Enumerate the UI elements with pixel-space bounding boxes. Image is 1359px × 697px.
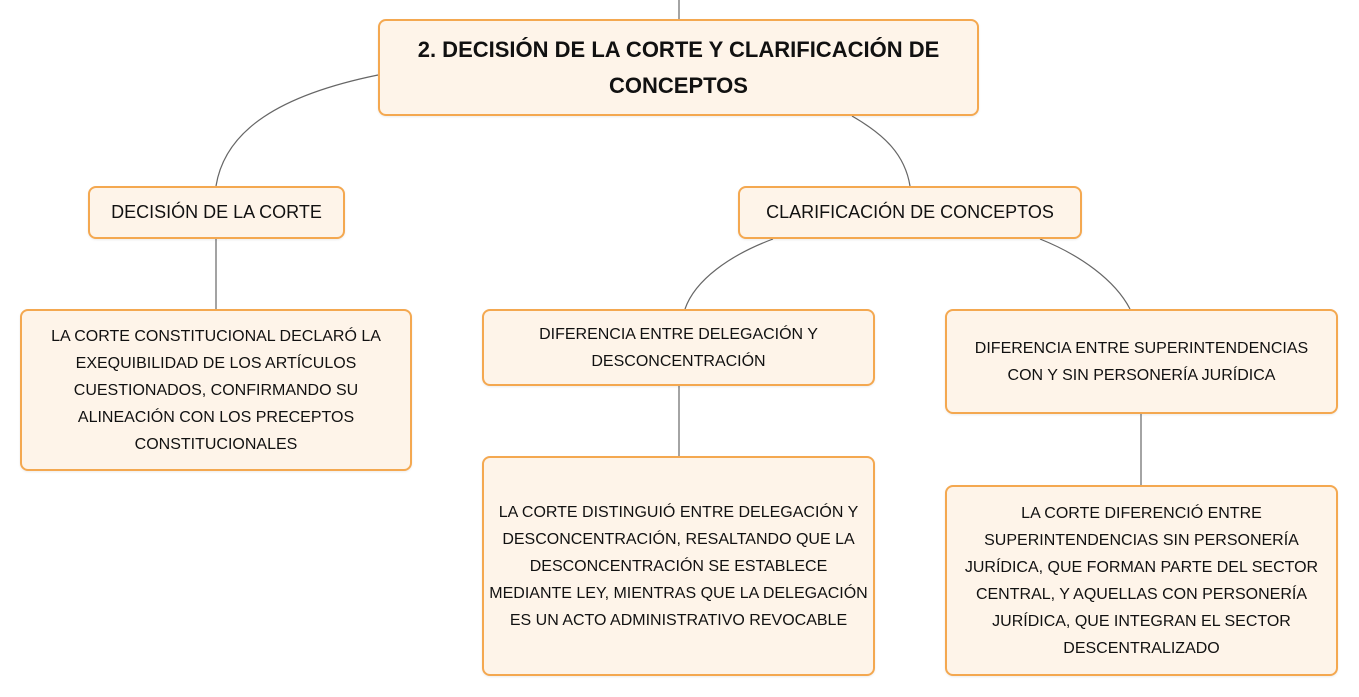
connector-root-clarification: [851, 115, 911, 187]
connector-clarification-superintendencias: [1039, 238, 1131, 310]
delegacion-detail-node[interactable]: LA CORTE DISTINGUIÓ ENTRE DELEGACIÓN Y D…: [482, 456, 875, 676]
superintendencias-node[interactable]: DIFERENCIA ENTRE SUPERINTENDENCIAS CON Y…: [945, 309, 1338, 414]
decision-detail-node[interactable]: LA CORTE CONSTITUCIONAL DECLARÓ LA EXEQU…: [20, 309, 412, 471]
superintendencias-detail-node[interactable]: LA CORTE DIFERENCIÓ ENTRE SUPERINTENDENC…: [945, 485, 1338, 676]
decision-node[interactable]: DECISIÓN DE LA CORTE: [88, 186, 345, 239]
delegacion-label: DIFERENCIA ENTRE DELEGACIÓN Y DESCONCENT…: [539, 325, 818, 370]
delegacion-detail-text: LA CORTE DISTINGUIÓ ENTRE DELEGACIÓN Y D…: [489, 503, 868, 629]
superintendencias-label: DIFERENCIA ENTRE SUPERINTENDENCIAS CON Y…: [974, 339, 1309, 384]
root-node[interactable]: 2. DECISIÓN DE LA CORTE Y CLARIFICACIÓN …: [378, 19, 979, 116]
connector-root-decision: [215, 74, 379, 187]
connector-clarification-delegacion: [684, 238, 774, 310]
decision-detail-text: LA CORTE CONSTITUCIONAL DECLARÓ LA EXEQU…: [51, 327, 381, 453]
root-title: 2. DECISIÓN DE LA CORTE Y CLARIFICACIÓN …: [417, 36, 940, 98]
decision-label: DECISIÓN DE LA CORTE: [111, 202, 322, 222]
clarification-label: CLARIFICACIÓN DE CONCEPTOS: [766, 202, 1054, 222]
delegacion-node[interactable]: DIFERENCIA ENTRE DELEGACIÓN Y DESCONCENT…: [482, 309, 875, 386]
superintendencias-detail-text: LA CORTE DIFERENCIÓ ENTRE SUPERINTENDENC…: [964, 504, 1319, 657]
clarification-node[interactable]: CLARIFICACIÓN DE CONCEPTOS: [738, 186, 1082, 239]
